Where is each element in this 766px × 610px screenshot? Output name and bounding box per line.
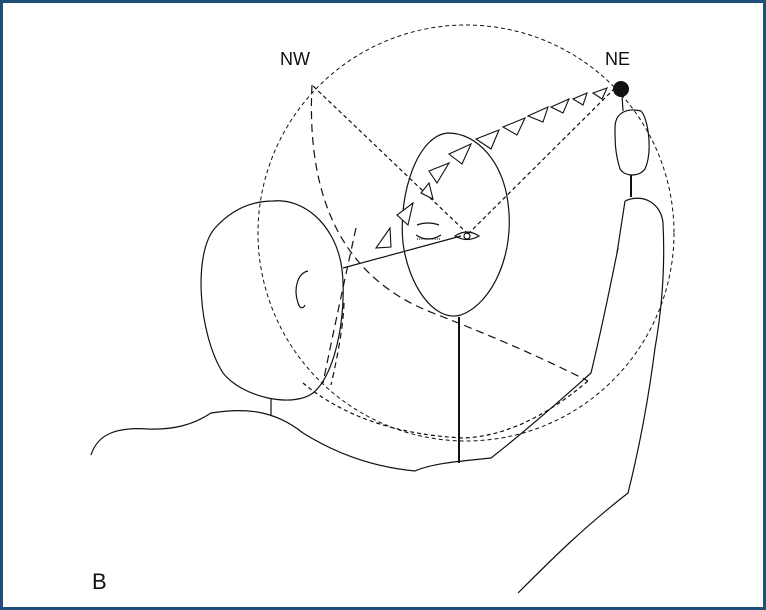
sweep-arrow [397, 203, 413, 225]
sightline-ne [468, 85, 618, 234]
sightline-nw [312, 85, 468, 234]
sweep-arrow [503, 118, 525, 135]
label-nw: NW [280, 49, 310, 70]
sweep-arrow [449, 144, 471, 164]
rotation-arc-upper [311, 85, 588, 381]
sweep-arrow [429, 163, 449, 183]
device-top [622, 95, 623, 111]
panel-label: B [92, 569, 107, 595]
sweep-arrow [573, 93, 587, 105]
brow [417, 223, 439, 225]
line-between-heads [343, 236, 461, 268]
ear [296, 271, 308, 308]
light-device [615, 110, 649, 175]
sweep-arrow [476, 130, 499, 149]
sweep-arrow [551, 99, 569, 113]
rear-head [201, 201, 343, 400]
target-dot-icon [613, 81, 629, 97]
head-rotation-diagram [3, 3, 763, 607]
pupil [464, 233, 470, 239]
sweep-arrow [528, 107, 548, 122]
raised-arm [518, 198, 664, 593]
arm-inner [617, 201, 625, 253]
body-outline [91, 248, 618, 471]
label-ne: NE [605, 49, 630, 70]
sweep-arrow [593, 88, 607, 99]
sweep-arrows [376, 88, 607, 248]
sweep-arrow [421, 183, 433, 199]
rotation-arc-lower [303, 381, 588, 438]
sweep-arrow [376, 228, 391, 248]
